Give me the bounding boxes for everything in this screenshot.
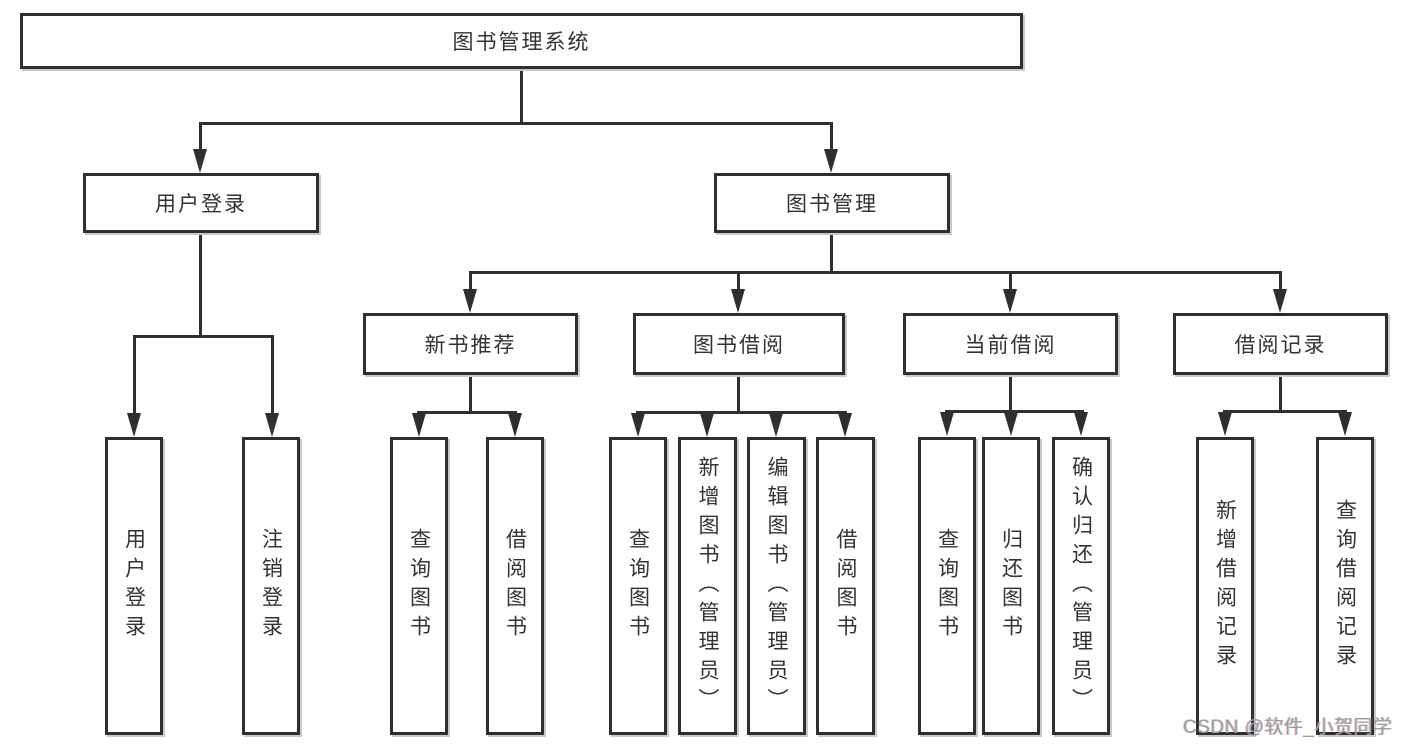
connector-line bbox=[199, 122, 833, 125]
node-leaf-logout: 注销登录 bbox=[242, 437, 300, 735]
node-leaf-query-borrow-record: 查询借阅记录 bbox=[1316, 437, 1374, 735]
connector-line bbox=[133, 335, 136, 414]
connector-line bbox=[469, 375, 472, 413]
node-borrow-record: 借阅记录 bbox=[1173, 313, 1388, 375]
node-book-borrow: 图书借阅 bbox=[633, 313, 845, 375]
connector-line bbox=[737, 375, 740, 413]
connector-line bbox=[199, 233, 202, 338]
node-leaf-query-book-2: 查询图书 bbox=[609, 437, 667, 735]
connector-line bbox=[199, 122, 202, 150]
connector-line bbox=[830, 122, 833, 150]
connector-line bbox=[1223, 410, 1347, 413]
arrow-down-icon bbox=[463, 289, 477, 313]
node-user-login: 用户登录 bbox=[83, 173, 319, 233]
node-leaf-borrow-book-1: 借阅图书 bbox=[486, 437, 544, 735]
connector-line bbox=[469, 271, 472, 290]
arrow-down-icon bbox=[824, 149, 838, 173]
node-leaf-query-book-3: 查询图书 bbox=[918, 437, 976, 735]
connector-line bbox=[636, 411, 847, 414]
arrow-down-icon bbox=[1218, 412, 1232, 436]
arrow-down-icon bbox=[265, 413, 279, 437]
connector-line bbox=[469, 271, 1282, 274]
node-root: 图书管理系统 bbox=[20, 13, 1023, 69]
arrow-down-icon bbox=[731, 289, 745, 313]
arrow-down-icon bbox=[412, 413, 426, 437]
connector-line bbox=[1009, 271, 1012, 290]
connector-line bbox=[133, 335, 274, 338]
connector-line bbox=[1009, 375, 1012, 412]
arrow-down-icon bbox=[1338, 412, 1352, 436]
node-leaf-borrow-book-2: 借阅图书 bbox=[816, 437, 875, 735]
csdn-watermark: CSDN @软件_小贺同学 bbox=[1183, 717, 1393, 738]
connector-line bbox=[945, 410, 1084, 413]
arrow-down-icon bbox=[193, 149, 207, 173]
arrow-down-icon bbox=[940, 412, 954, 436]
connector-line bbox=[737, 271, 740, 290]
arrow-down-icon bbox=[1074, 412, 1088, 436]
arrow-down-icon bbox=[769, 413, 783, 437]
node-book-management: 图书管理 bbox=[714, 173, 950, 233]
node-leaf-user-login: 用户登录 bbox=[105, 437, 163, 735]
arrow-down-icon bbox=[838, 413, 852, 437]
arrow-down-icon bbox=[1273, 289, 1287, 313]
connector-line bbox=[830, 233, 833, 273]
node-leaf-query-book-1: 查询图书 bbox=[390, 437, 448, 735]
arrow-down-icon bbox=[1003, 289, 1017, 313]
connector-line bbox=[1279, 271, 1282, 290]
arrow-down-icon bbox=[127, 413, 141, 437]
connector-line bbox=[271, 335, 274, 414]
arrow-down-icon bbox=[631, 413, 645, 437]
arrow-down-icon bbox=[1004, 412, 1018, 436]
node-current-borrow: 当前借阅 bbox=[903, 313, 1118, 375]
node-leaf-add-borrow-record: 新增借阅记录 bbox=[1196, 437, 1254, 735]
arrow-down-icon bbox=[700, 413, 714, 437]
arrow-down-icon bbox=[508, 413, 522, 437]
node-leaf-confirm-return-admin: 确认归还（管理员） bbox=[1052, 437, 1110, 735]
connector-line bbox=[417, 411, 517, 414]
connector-line bbox=[1279, 375, 1282, 412]
connector-line bbox=[520, 69, 523, 122]
node-leaf-return-book: 归还图书 bbox=[982, 437, 1040, 735]
node-new-book-recommend: 新书推荐 bbox=[363, 313, 578, 375]
node-leaf-edit-book-admin: 编辑图书（管理员） bbox=[747, 437, 806, 735]
node-leaf-add-book-admin: 新增图书（管理员） bbox=[678, 437, 737, 735]
